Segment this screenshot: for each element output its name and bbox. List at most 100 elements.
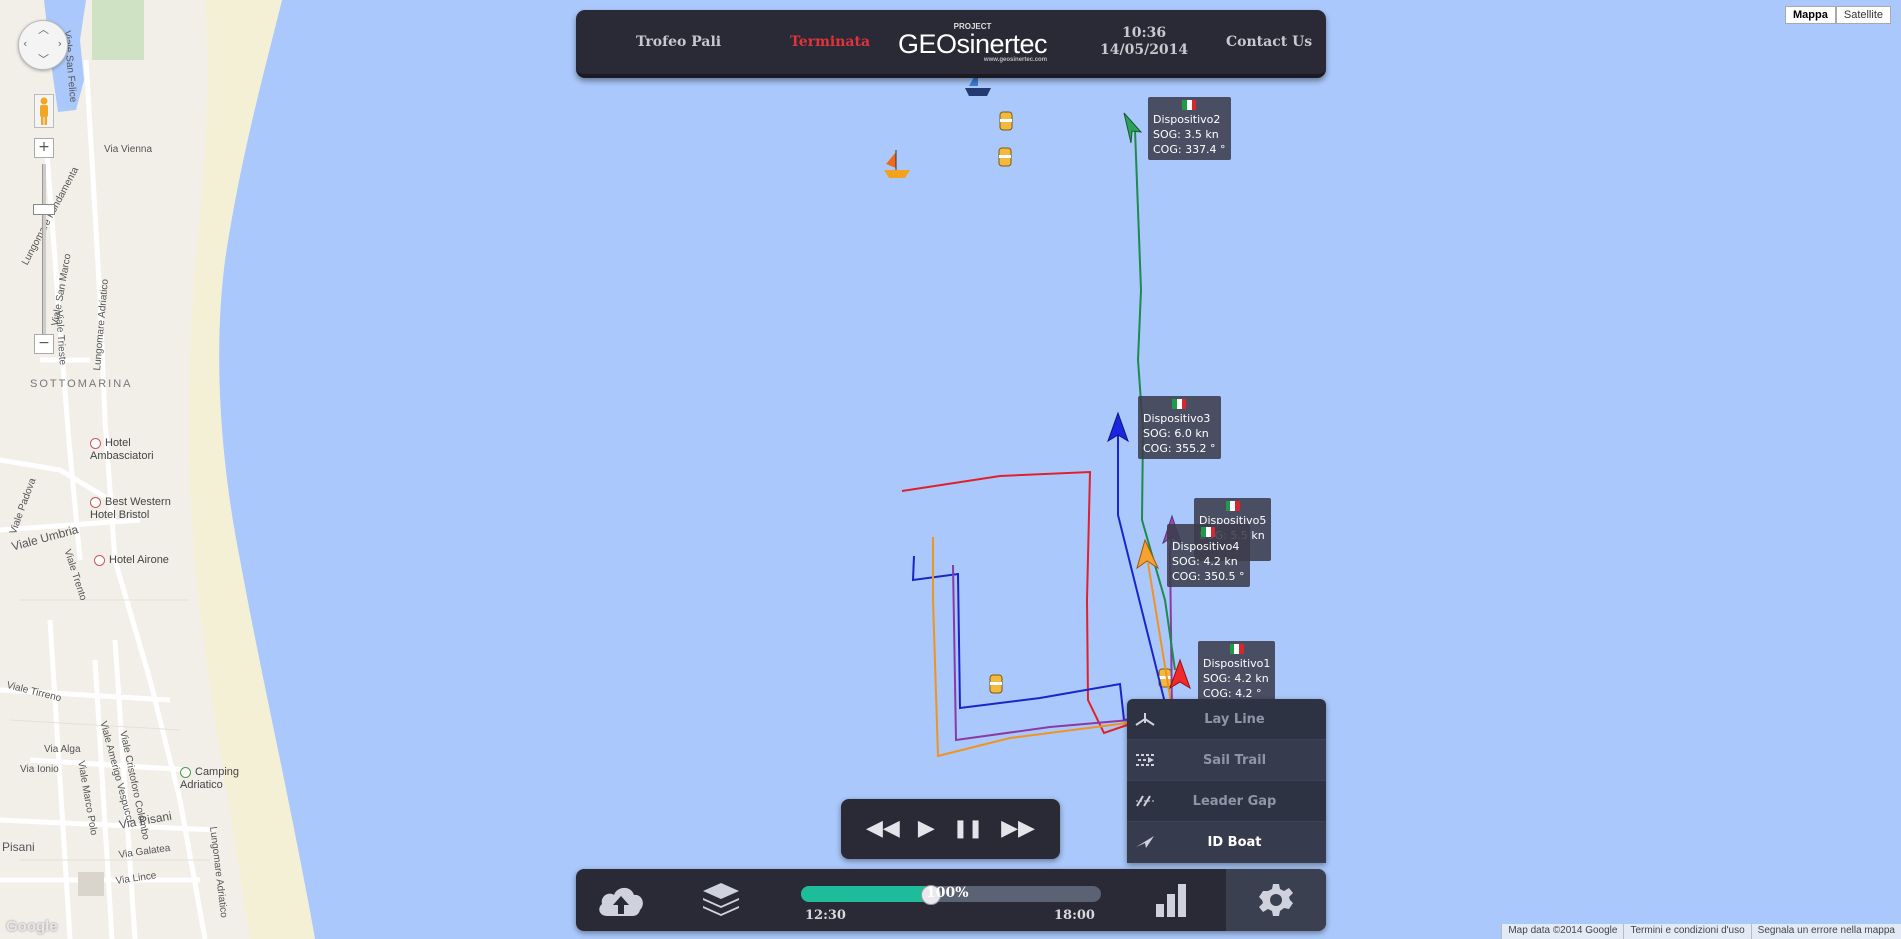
- boat-name: Dispositivo2: [1153, 113, 1221, 126]
- terms-link[interactable]: Termini e condizioni d'uso: [1623, 924, 1750, 939]
- contact-us-link[interactable]: Contact Us: [1226, 34, 1313, 50]
- map-type-satellite-button[interactable]: Satellite: [1835, 6, 1891, 24]
- boat-sog: SOG: 6.0 kn: [1143, 427, 1209, 440]
- gear-icon: [1259, 884, 1293, 916]
- id-boat-icon: [1127, 834, 1163, 850]
- street-label: Via Alga: [44, 744, 81, 755]
- geosinertec-logo[interactable]: PROJECT GEOsinertec www.geosinertec.com: [898, 10, 1048, 74]
- place-label: Camping Adriatico: [180, 766, 240, 791]
- italy-flag-icon: [1172, 399, 1187, 409]
- street-view-pegman-icon[interactable]: [34, 94, 54, 128]
- layers-button[interactable]: [676, 869, 766, 931]
- pan-control[interactable]: ︿ ‹ › ﹀: [18, 20, 68, 70]
- camping-icon: [180, 766, 191, 778]
- street-label: Via Ionio: [20, 764, 59, 775]
- map-type-map-button[interactable]: Mappa: [1785, 6, 1836, 24]
- track-dispositivo2: [1134, 129, 1176, 671]
- beach-strip: [188, 0, 315, 939]
- statistics-button[interactable]: [1126, 869, 1216, 931]
- italy-flag-icon: [1229, 644, 1244, 654]
- boat-label-dispositivo4[interactable]: Dispositivo4 SOG: 4.2 kn COG: 350.5 °: [1167, 524, 1250, 587]
- buoy: [999, 111, 1013, 131]
- boat-label-dispositivo2[interactable]: Dispositivo2 SOG: 3.5 kn COG: 337.4 °: [1148, 97, 1231, 160]
- boat-cog: COG: 337.4 °: [1153, 143, 1226, 156]
- progress-fill: [801, 886, 930, 902]
- fast-forward-button[interactable]: ▶▶: [1001, 816, 1035, 841]
- boat-cog: COG: 350.5 °: [1172, 570, 1245, 583]
- track-dispositivo1: [901, 470, 1131, 735]
- logo-project-text: PROJECT: [953, 21, 992, 31]
- green-area: [92, 0, 144, 60]
- zoom-out-button[interactable]: −: [34, 334, 54, 354]
- race-date: 14/05/2014: [1100, 42, 1189, 58]
- street-label: Pisani: [2, 840, 35, 854]
- place-label: Hotel Ambasciatori: [90, 437, 154, 462]
- menu-item-id-boat[interactable]: ID Boat: [1127, 822, 1326, 863]
- settings-button[interactable]: [1226, 869, 1326, 931]
- italy-flag-icon: [1201, 527, 1216, 537]
- event-name[interactable]: Trofeo Pali: [636, 34, 722, 50]
- race-time: 10:36: [1122, 25, 1167, 41]
- boat-label-dispositivo3[interactable]: Dispositivo3 SOG: 6.0 kn COG: 355.2 °: [1138, 396, 1221, 459]
- boat-sog: SOG: 4.2 kn: [1172, 555, 1238, 568]
- upload-button[interactable]: [576, 869, 666, 931]
- report-error-link[interactable]: Segnala un errore nella mappa: [1750, 924, 1901, 939]
- timeline-start-time: 12:30: [805, 908, 846, 923]
- place-label: Best Western Hotel Bristol: [90, 496, 171, 521]
- rewind-button[interactable]: ◀◀: [866, 816, 900, 841]
- boat-sog: SOG: 4.2 kn: [1203, 672, 1269, 685]
- boat-cog: COG: 355.2 °: [1143, 442, 1216, 455]
- pan-right-icon[interactable]: ›: [57, 37, 62, 50]
- google-logo[interactable]: Google: [6, 918, 58, 935]
- timeline-progress-bar[interactable]: [801, 886, 1101, 902]
- header-bar: Trofeo Pali Terminata PROJECT GEOsinerte…: [576, 10, 1326, 78]
- pause-button[interactable]: ❚❚: [952, 818, 984, 839]
- zoom-in-button[interactable]: +: [34, 138, 54, 158]
- zoom-slider-track[interactable]: [42, 164, 46, 342]
- race-clock: 10:36 14/05/2014: [1100, 10, 1188, 74]
- boat-name: Dispositivo3: [1143, 412, 1211, 425]
- menu-item-lay-line[interactable]: Lay Line: [1127, 699, 1326, 740]
- menu-item-label: Lay Line: [1204, 711, 1265, 727]
- italy-flag-icon: [1182, 100, 1197, 110]
- menu-item-label: Sail Trail: [1202, 752, 1267, 768]
- logo-main-text: GEOsinertec: [898, 28, 1048, 59]
- menu-item-label: ID Boat: [1207, 834, 1262, 850]
- building-block: [78, 872, 104, 896]
- boat-name: Dispositivo4: [1172, 540, 1240, 553]
- place-label: Hotel Airone: [94, 554, 184, 567]
- logo-url-text: www.geosinertec.com: [983, 56, 1048, 63]
- race-status: Terminata: [790, 34, 871, 50]
- boat-tracks: [901, 129, 1176, 758]
- pan-up-icon[interactable]: ︿: [38, 23, 49, 36]
- boat-name: Dispositivo5: [1199, 514, 1267, 527]
- street-network: [0, 59, 216, 939]
- menu-item-label: Leader Gap: [1192, 793, 1277, 809]
- map-data-credit: Map data ©2014 Google: [1501, 924, 1623, 939]
- pan-down-icon[interactable]: ﹀: [38, 53, 49, 66]
- play-button[interactable]: ▶: [917, 816, 935, 841]
- pan-left-icon[interactable]: ‹: [23, 37, 28, 50]
- timeline-scrubber-handle[interactable]: [921, 885, 941, 905]
- boat-label-dispositivo1[interactable]: Dispositivo1 SOG: 4.2 kn COG: 4.2 °: [1198, 641, 1276, 704]
- buoy: [989, 674, 1003, 694]
- boat-arrow-dispositivo1: [1169, 658, 1191, 690]
- map-attribution: Map data ©2014 Google Termini e condizio…: [1501, 924, 1901, 939]
- hotel-icon: [90, 437, 101, 449]
- zoom-slider-handle[interactable]: [33, 204, 55, 215]
- hotel-icon: [90, 496, 101, 508]
- bar-chart-icon: [1156, 884, 1186, 917]
- map-type-control[interactable]: Mappa Satellite: [1785, 6, 1891, 24]
- street-label: Via Vienna: [104, 144, 153, 155]
- menu-item-leader-gap[interactable]: Leader Gap: [1127, 781, 1326, 822]
- sail-trail-icon: [1127, 752, 1163, 768]
- buoy-markers: [989, 111, 1172, 694]
- layers-icon: [703, 883, 739, 916]
- leader-gap-icon: [1127, 793, 1163, 809]
- hotel-icon: [94, 554, 105, 566]
- menu-item-sail-trail[interactable]: Sail Trail: [1127, 740, 1326, 781]
- progress-percent: 100%: [926, 885, 969, 901]
- boat-arrow-dispositivo4: [1136, 538, 1160, 570]
